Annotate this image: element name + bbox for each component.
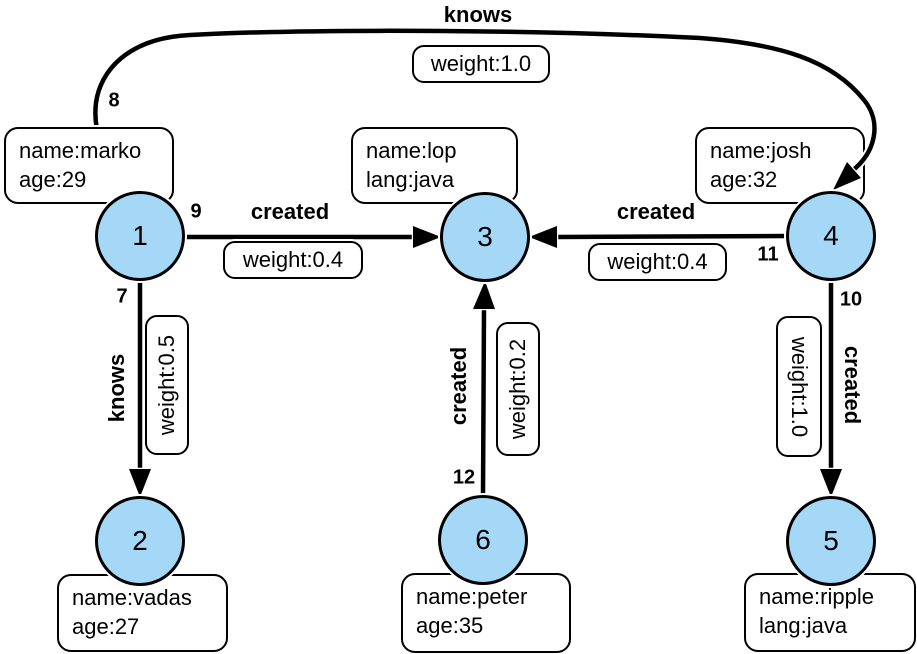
property-line: name:peter [416, 584, 528, 609]
edge-8-weight: weight:1.0 [430, 51, 532, 76]
arrowhead [471, 277, 497, 311]
edge-11-label: created [616, 199, 696, 224]
node-5: 5 [786, 496, 876, 586]
property-line: name:josh [710, 138, 812, 163]
edge-8-label: knows [443, 2, 513, 27]
arrowhead [525, 224, 559, 250]
edge-12-weight-box: weight:0.2 [496, 322, 540, 456]
node-4-id: 4 [823, 220, 839, 251]
node-1: 1 [95, 191, 185, 281]
edge-7-weight: weight:0.5 [154, 334, 180, 436]
property-line: lang:java [366, 167, 455, 192]
edge-10-weight-box: weight:1.0 [776, 316, 822, 457]
edge-9-id: 9 [190, 200, 202, 223]
arrowhead [127, 467, 153, 501]
property-line: age:32 [710, 167, 778, 192]
property-line: name:lop [366, 138, 457, 163]
edge-12-weight: weight:0.2 [505, 338, 531, 440]
node-3-id: 3 [477, 221, 493, 252]
edge-9-weight: weight:0.4 [242, 247, 344, 272]
node-2-id: 2 [132, 525, 148, 556]
edge-10-id: 10 [839, 288, 863, 311]
node-6-properties: name:peter age:35 [401, 573, 571, 653]
edge-10-weight: weight:1.0 [787, 336, 813, 437]
node-6-id: 6 [475, 524, 491, 555]
edge-11-weight: weight:0.4 [607, 249, 708, 274]
node-6: 6 [438, 495, 528, 585]
property-line: age:35 [416, 613, 484, 638]
node-3: 3 [440, 192, 530, 282]
arrowhead [818, 467, 844, 501]
edge-9-weight-box: weight:0.4 [223, 241, 363, 279]
edge-7-weight-box: weight:0.5 [145, 315, 189, 455]
node-2: 2 [95, 496, 185, 586]
node-5-properties: name:ripple lang:java [744, 573, 916, 652]
property-line: age:29 [19, 167, 87, 192]
property-line: name:ripple [759, 584, 874, 609]
node-1-id: 1 [132, 220, 148, 251]
edge-11-id: 11 [757, 243, 779, 266]
edge-7-id: 7 [116, 285, 128, 308]
arrowhead [411, 224, 445, 250]
property-line: name:marko [19, 138, 142, 163]
node-4: 4 [786, 191, 876, 281]
edge-9-label: created [250, 199, 330, 224]
edge-10-label: created [840, 345, 865, 425]
node-5-id: 5 [823, 525, 839, 556]
edge-12-id: 12 [452, 466, 476, 489]
node-2-properties: name:vadas age:27 [57, 574, 228, 652]
property-line: age:27 [72, 614, 140, 639]
edge-8-weight-box: weight:1.0 [412, 45, 550, 83]
property-line: name:vadas [72, 585, 192, 610]
edge-12-created-line [471, 277, 497, 497]
edge-11-weight-box: weight:0.4 [588, 243, 727, 281]
property-line: lang:java [759, 613, 848, 638]
edge-8-id: 8 [108, 89, 120, 112]
edge-12-label: created [446, 346, 471, 426]
edge-7-label: knows [104, 353, 129, 423]
